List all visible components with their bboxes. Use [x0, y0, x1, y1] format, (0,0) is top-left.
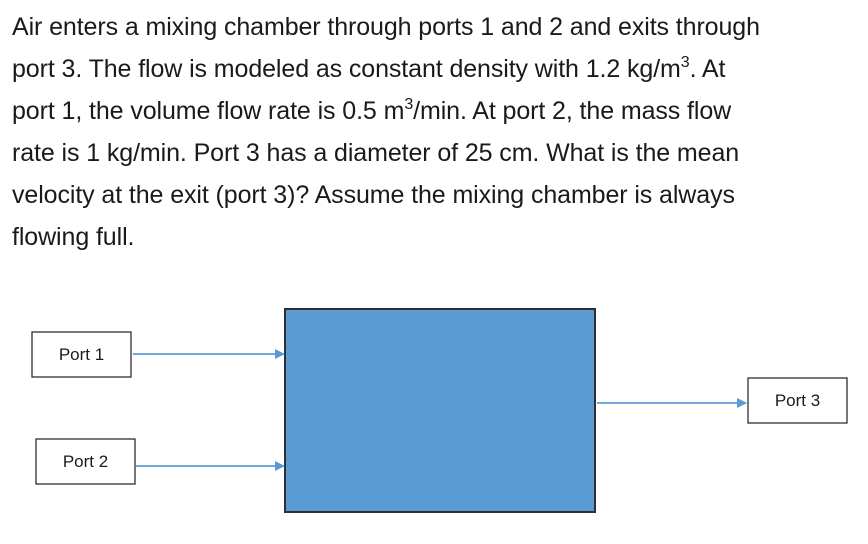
question-line-4: rate is 1 kg/min. Port 3 has a diameter … — [12, 139, 740, 167]
question-line-2b: . At — [689, 55, 726, 83]
question-line-2a: port 3. The flow is modeled as constant … — [12, 55, 681, 83]
question-line-5: velocity at the exit (port 3)? Assume th… — [12, 181, 735, 209]
question-text: Air enters a mixing chamber through port… — [12, 6, 862, 258]
port-3-label: Port 3 — [775, 391, 820, 410]
port-1-box — [31, 331, 132, 378]
question-line-3-superscript: 3 — [404, 96, 414, 113]
question-line-1: Air enters a mixing chamber through port… — [12, 13, 760, 41]
question-line-6: flowing full. — [12, 223, 135, 251]
port-2-label: Port 2 — [63, 452, 108, 471]
mixing-chamber — [284, 308, 596, 513]
question-line-2-superscript: 3 — [680, 54, 690, 71]
port-3-box — [747, 377, 848, 424]
port-2-box — [35, 438, 136, 485]
question-line-3a: port 1, the volume flow rate is 0.5 m — [12, 97, 405, 125]
question-line-3b: /min. At port 2, the mass flow — [413, 97, 732, 125]
port-1-label: Port 1 — [59, 345, 104, 364]
